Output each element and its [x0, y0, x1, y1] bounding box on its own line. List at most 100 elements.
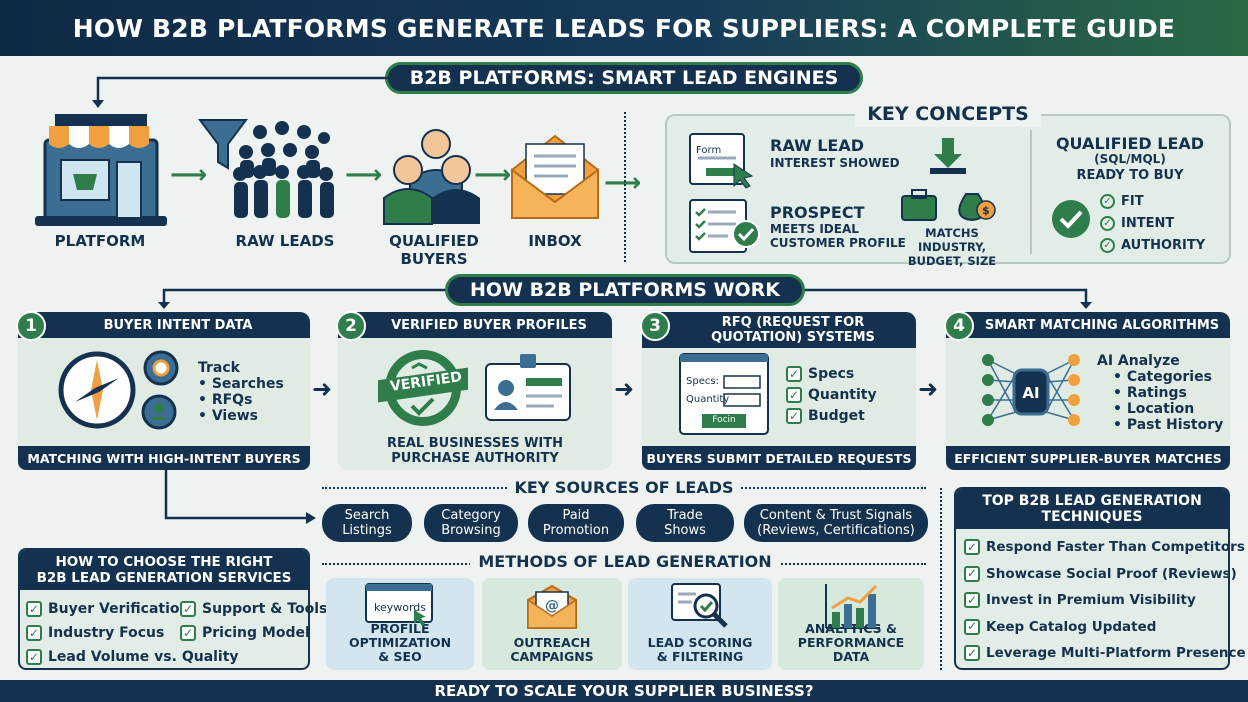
rfq-check-item: ✓Specs	[786, 364, 877, 385]
footer-banner: READY TO SCALE YOUR SUPPLIER BUSINESS?	[0, 680, 1248, 702]
step-1-title: BUYER INTENT DATA	[18, 312, 310, 338]
envelope-icon	[511, 134, 599, 219]
checkbox-icon: ✓	[26, 625, 42, 641]
techniques-title: TOP B2B LEAD GENERATION TECHNIQUES	[956, 489, 1228, 529]
step-arrow: ➜	[614, 375, 635, 403]
step-card-4: SMART MATCHING ALGORITHMS EFFICIENT SUPP…	[946, 312, 1230, 470]
choose-title-1: HOW TO CHOOSE THE RIGHT	[55, 554, 273, 570]
sources-title: KEY SOURCES OF LEADS	[507, 478, 741, 500]
magnifier-screen-icon	[671, 583, 728, 628]
step-4-footer: EFFICIENT SUPPLIER-BUYER MATCHES	[946, 446, 1230, 470]
techniques-title-2: TECHNIQUES	[1041, 509, 1143, 525]
concepts-divider	[1030, 130, 1032, 254]
choose-list-right: ✓Support & Tools ✓Pricing Model	[180, 597, 327, 645]
track-item: • Views	[198, 408, 258, 424]
qualified-lead-sub: (SQL/MQL)	[1094, 152, 1166, 166]
technique-item: ✓Respond Faster Than Competitors	[964, 534, 1246, 561]
flow-raw-leads-label: RAW LEADS	[235, 232, 335, 250]
techniques-title-1: TOP B2B LEAD GENERATION	[982, 493, 1202, 509]
ai-analyze-item: • Categories	[1113, 369, 1212, 385]
verified-badge-icon	[378, 350, 468, 426]
checkbox-icon: ✓	[964, 645, 980, 661]
prospect-title: PROSPECT	[770, 203, 865, 222]
checkbox-icon: ✓	[964, 618, 980, 635]
svg-text:@: @	[545, 598, 559, 614]
checkbox-icon: ✓	[964, 592, 980, 608]
engines-banner: B2B PLATFORMS: SMART LEAD ENGINES	[385, 62, 863, 94]
technique-item: ✓Keep Catalog Updated	[964, 614, 1246, 641]
how-work-banner-text: HOW B2B PLATFORMS WORK	[469, 279, 781, 301]
matches-line-1: MATCHS INDUSTRY,	[918, 226, 986, 254]
id-card-icon	[485, 354, 571, 421]
technique-item: ✓Leverage Multi-Platform Presence	[964, 640, 1246, 667]
ready-to-buy: READY TO BUY	[1076, 168, 1184, 183]
choose-item: ✓Buyer Verification	[26, 597, 239, 621]
checkbox-icon: ✓	[964, 539, 980, 555]
track-label: Track	[198, 360, 240, 376]
step-1-track-list: Track • Searches • RFQs • Views	[198, 360, 284, 424]
checkbox-icon: ✓	[786, 366, 802, 382]
source-content-trust: Content & Trust Signals(Reviews, Certifi…	[744, 504, 928, 542]
rfq-form-icon	[679, 353, 769, 435]
choose-title-2: B2B LEAD GENERATION SERVICES	[36, 570, 292, 586]
checkbox-icon: ✓	[26, 601, 42, 617]
caption-line-1: REAL BUSINESSES WITH	[386, 436, 564, 451]
ai-chip-label: AI	[1022, 384, 1040, 402]
page-title: HOW B2B PLATFORMS GENERATE LEADS FOR SUP…	[72, 13, 1176, 43]
prospect-sub-2: CUSTOMER PROFILE	[770, 236, 906, 250]
funnel-icon	[198, 119, 248, 170]
divider	[624, 112, 626, 262]
step-4-title: SMART MATCHING ALGORITHMS	[946, 312, 1230, 338]
how-work-banner: HOW B2B PLATFORMS WORK	[445, 274, 805, 306]
step-1-number: 1	[16, 311, 46, 341]
form-icon-label: Form	[696, 145, 722, 156]
track-item: • Searches	[198, 376, 284, 392]
step-3-title: RFQ (REQUEST FOR QUOTATION) SYSTEMS	[642, 312, 916, 348]
methods-title: METHODS OF LEAD GENERATION	[470, 552, 780, 574]
check-fit: ✓FIT	[1100, 191, 1205, 213]
svg-text:$: $	[982, 204, 990, 217]
choose-item: ✓Industry Focus	[26, 621, 239, 645]
footer-cta: READY TO SCALE YOUR SUPPLIER BUSINESS?	[434, 682, 814, 700]
qualified-checks: ✓FIT ✓INTENT ✓AUTHORITY	[1100, 191, 1205, 257]
ai-analyze-label: AI Analyze	[1097, 353, 1180, 369]
technique-item: ✓Invest in Premium Visibility	[964, 587, 1246, 614]
choose-card: HOW TO CHOOSE THE RIGHT B2B LEAD GENERAT…	[18, 548, 310, 670]
choose-item: ✓Pricing Model	[180, 621, 327, 645]
checkmark-badge-icon	[1052, 200, 1090, 238]
rfq-submit-button: Focin	[712, 415, 736, 425]
rfq-check-item: ✓Quantity	[786, 385, 877, 406]
flow-arrow: ⟶	[604, 168, 642, 198]
keywords-browser-icon	[365, 583, 433, 626]
step-3-title-2: QUOTATION) SYSTEMS	[711, 330, 875, 345]
step-4-number: 4	[944, 311, 974, 341]
flow-arrow: ⟶	[474, 160, 512, 190]
step-1-footer: MATCHING WITH HIGH-INTENT BUYERS	[18, 446, 310, 470]
techniques-list: ✓Respond Faster Than Competitors ✓Showca…	[964, 534, 1246, 667]
flow-connector	[92, 76, 388, 108]
matches-line-2: BUDGET, SIZE	[907, 254, 997, 268]
step-2-caption: REAL BUSINESSES WITH PURCHASE AUTHORITY	[338, 436, 612, 466]
key-concepts-title: KEY CONCEPTS	[855, 103, 1041, 127]
matches-text: MATCHS INDUSTRY, BUDGET, SIZE	[890, 226, 1014, 268]
step-3-footer: BUYERS SUBMIT DETAILED REQUESTS	[642, 446, 916, 470]
track-item: • RFQs	[198, 392, 253, 408]
choose-item: ✓Lead Volume vs. Quality	[26, 645, 239, 669]
ai-analyze-item: • Location	[1113, 401, 1195, 417]
rfq-check-item: ✓Budget	[786, 406, 877, 427]
form-icon	[689, 133, 754, 189]
prospect-sub-1: MEETS IDEAL	[770, 222, 859, 236]
ai-analyze-list: AI Analyze • Categories • Ratings • Loca…	[1097, 353, 1223, 433]
checklist-icon	[689, 199, 760, 253]
check-circle-icon: ✓	[1100, 194, 1115, 209]
step-3-title-1: RFQ (REQUEST FOR	[721, 315, 865, 330]
qualified-lead-title: QUALIFIED LEAD	[1055, 134, 1205, 153]
checkbox-icon: ✓	[964, 565, 980, 582]
title-banner: HOW B2B PLATFORMS GENERATE LEADS FOR SUP…	[0, 0, 1248, 56]
ai-analyze-item: • Past History	[1113, 417, 1224, 433]
download-icon	[930, 138, 966, 174]
compass-gears-icon	[58, 350, 179, 430]
